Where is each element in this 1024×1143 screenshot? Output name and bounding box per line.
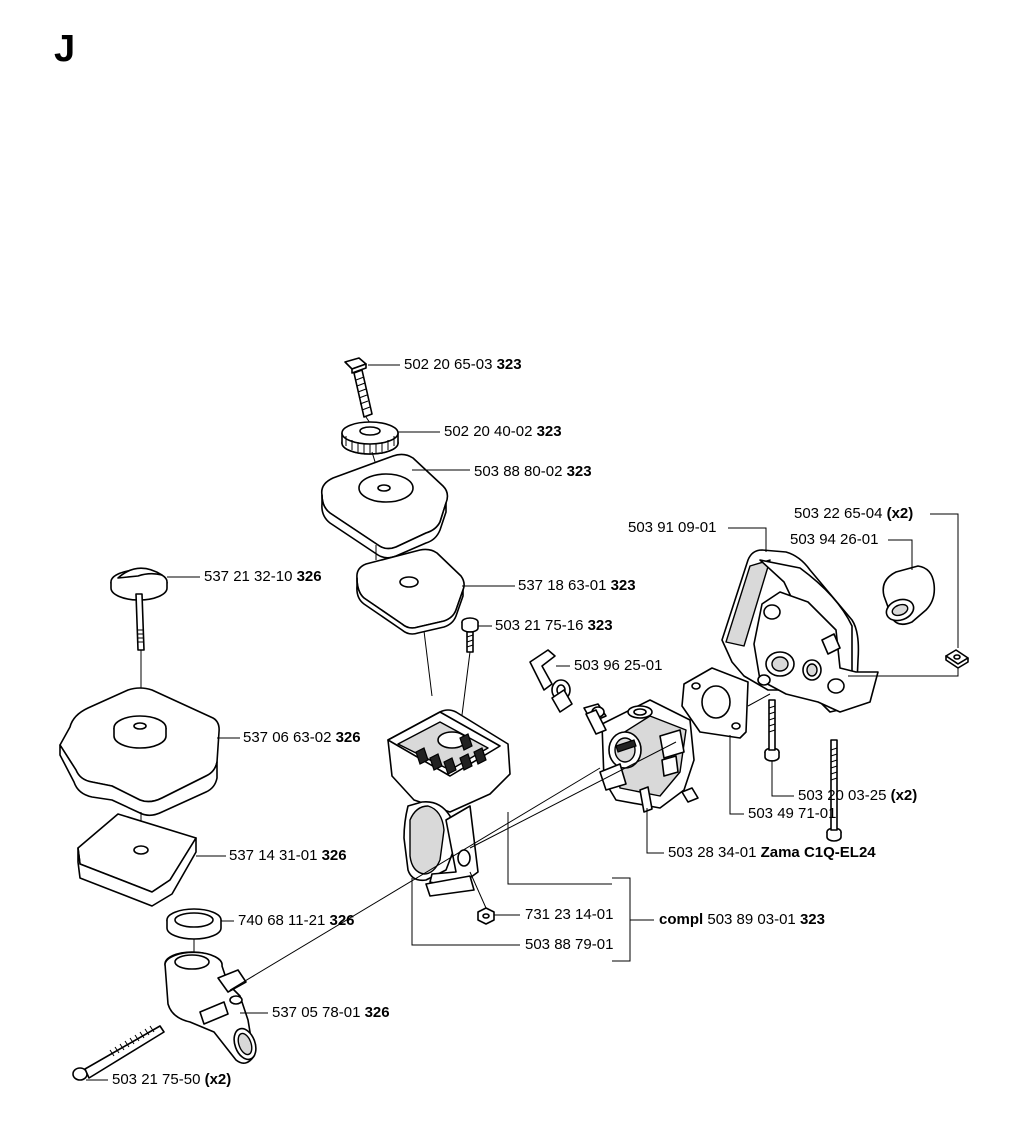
pad-left-part: [77, 813, 197, 907]
callout-gasket: 503 49 71-01: [748, 805, 837, 822]
nut-part: [477, 907, 495, 925]
callout-bracket: 503 91 09-01: [628, 519, 717, 536]
long-bolt-part: [72, 1025, 165, 1081]
callout-choke-lever: 503 96 25-01: [574, 657, 663, 674]
callout-sleeve: 503 94 26-01: [790, 531, 879, 548]
callout-nut: 731 23 14-01: [525, 906, 614, 923]
callout-pad-left: 537 14 31-01 326: [229, 847, 347, 864]
callout-filter-pad-top: 537 18 63-01 323: [518, 577, 636, 594]
callout-square-nut: 503 22 65-04 (x2): [794, 505, 914, 522]
callout-assembly: compl 503 89 03-01 323: [659, 911, 825, 928]
callout-housing: 503 88 79-01: [525, 936, 614, 953]
cover-left-part: [59, 687, 220, 817]
callout-filter-cover-top: 503 88 80-02 323: [474, 463, 592, 480]
housing-part: [387, 709, 511, 897]
callout-bolt-top: 502 20 65-03 323: [404, 356, 522, 373]
bracket-part: [721, 549, 879, 713]
bolt-top-part: [344, 357, 373, 418]
screw-small-part: [461, 617, 479, 653]
callout-carburetor: 503 28 34-01 Zama C1Q-EL24: [668, 844, 876, 861]
intake-elbow-part: [164, 951, 257, 1064]
ring-part: [166, 908, 222, 940]
fuel-cap-part: [110, 567, 168, 651]
callout-intake-elbow: 537 05 78-01 326: [272, 1004, 390, 1021]
callout-cover-left: 537 06 63-02 326: [243, 729, 361, 746]
sleeve-part: [882, 565, 936, 626]
page-letter: J: [54, 28, 76, 70]
gasket-part: [681, 667, 749, 739]
callout-long-bolt: 503 21 75-50 (x2): [112, 1071, 232, 1088]
callout-fuel-cap: 537 21 32-10 326: [204, 568, 322, 585]
callout-screws-x2: 503 20 03-25 (x2): [798, 787, 918, 804]
filter-pad-top-part: [356, 548, 465, 635]
knob-nut-part: [341, 421, 399, 455]
callout-knob-nut: 502 20 40-02 323: [444, 423, 562, 440]
callout-ring: 740 68 11-21 326: [238, 912, 355, 929]
callout-screw-small: 503 21 75-16 323: [495, 617, 613, 634]
square-nut-part: [945, 649, 969, 669]
filter-cover-top-part: [320, 453, 449, 559]
